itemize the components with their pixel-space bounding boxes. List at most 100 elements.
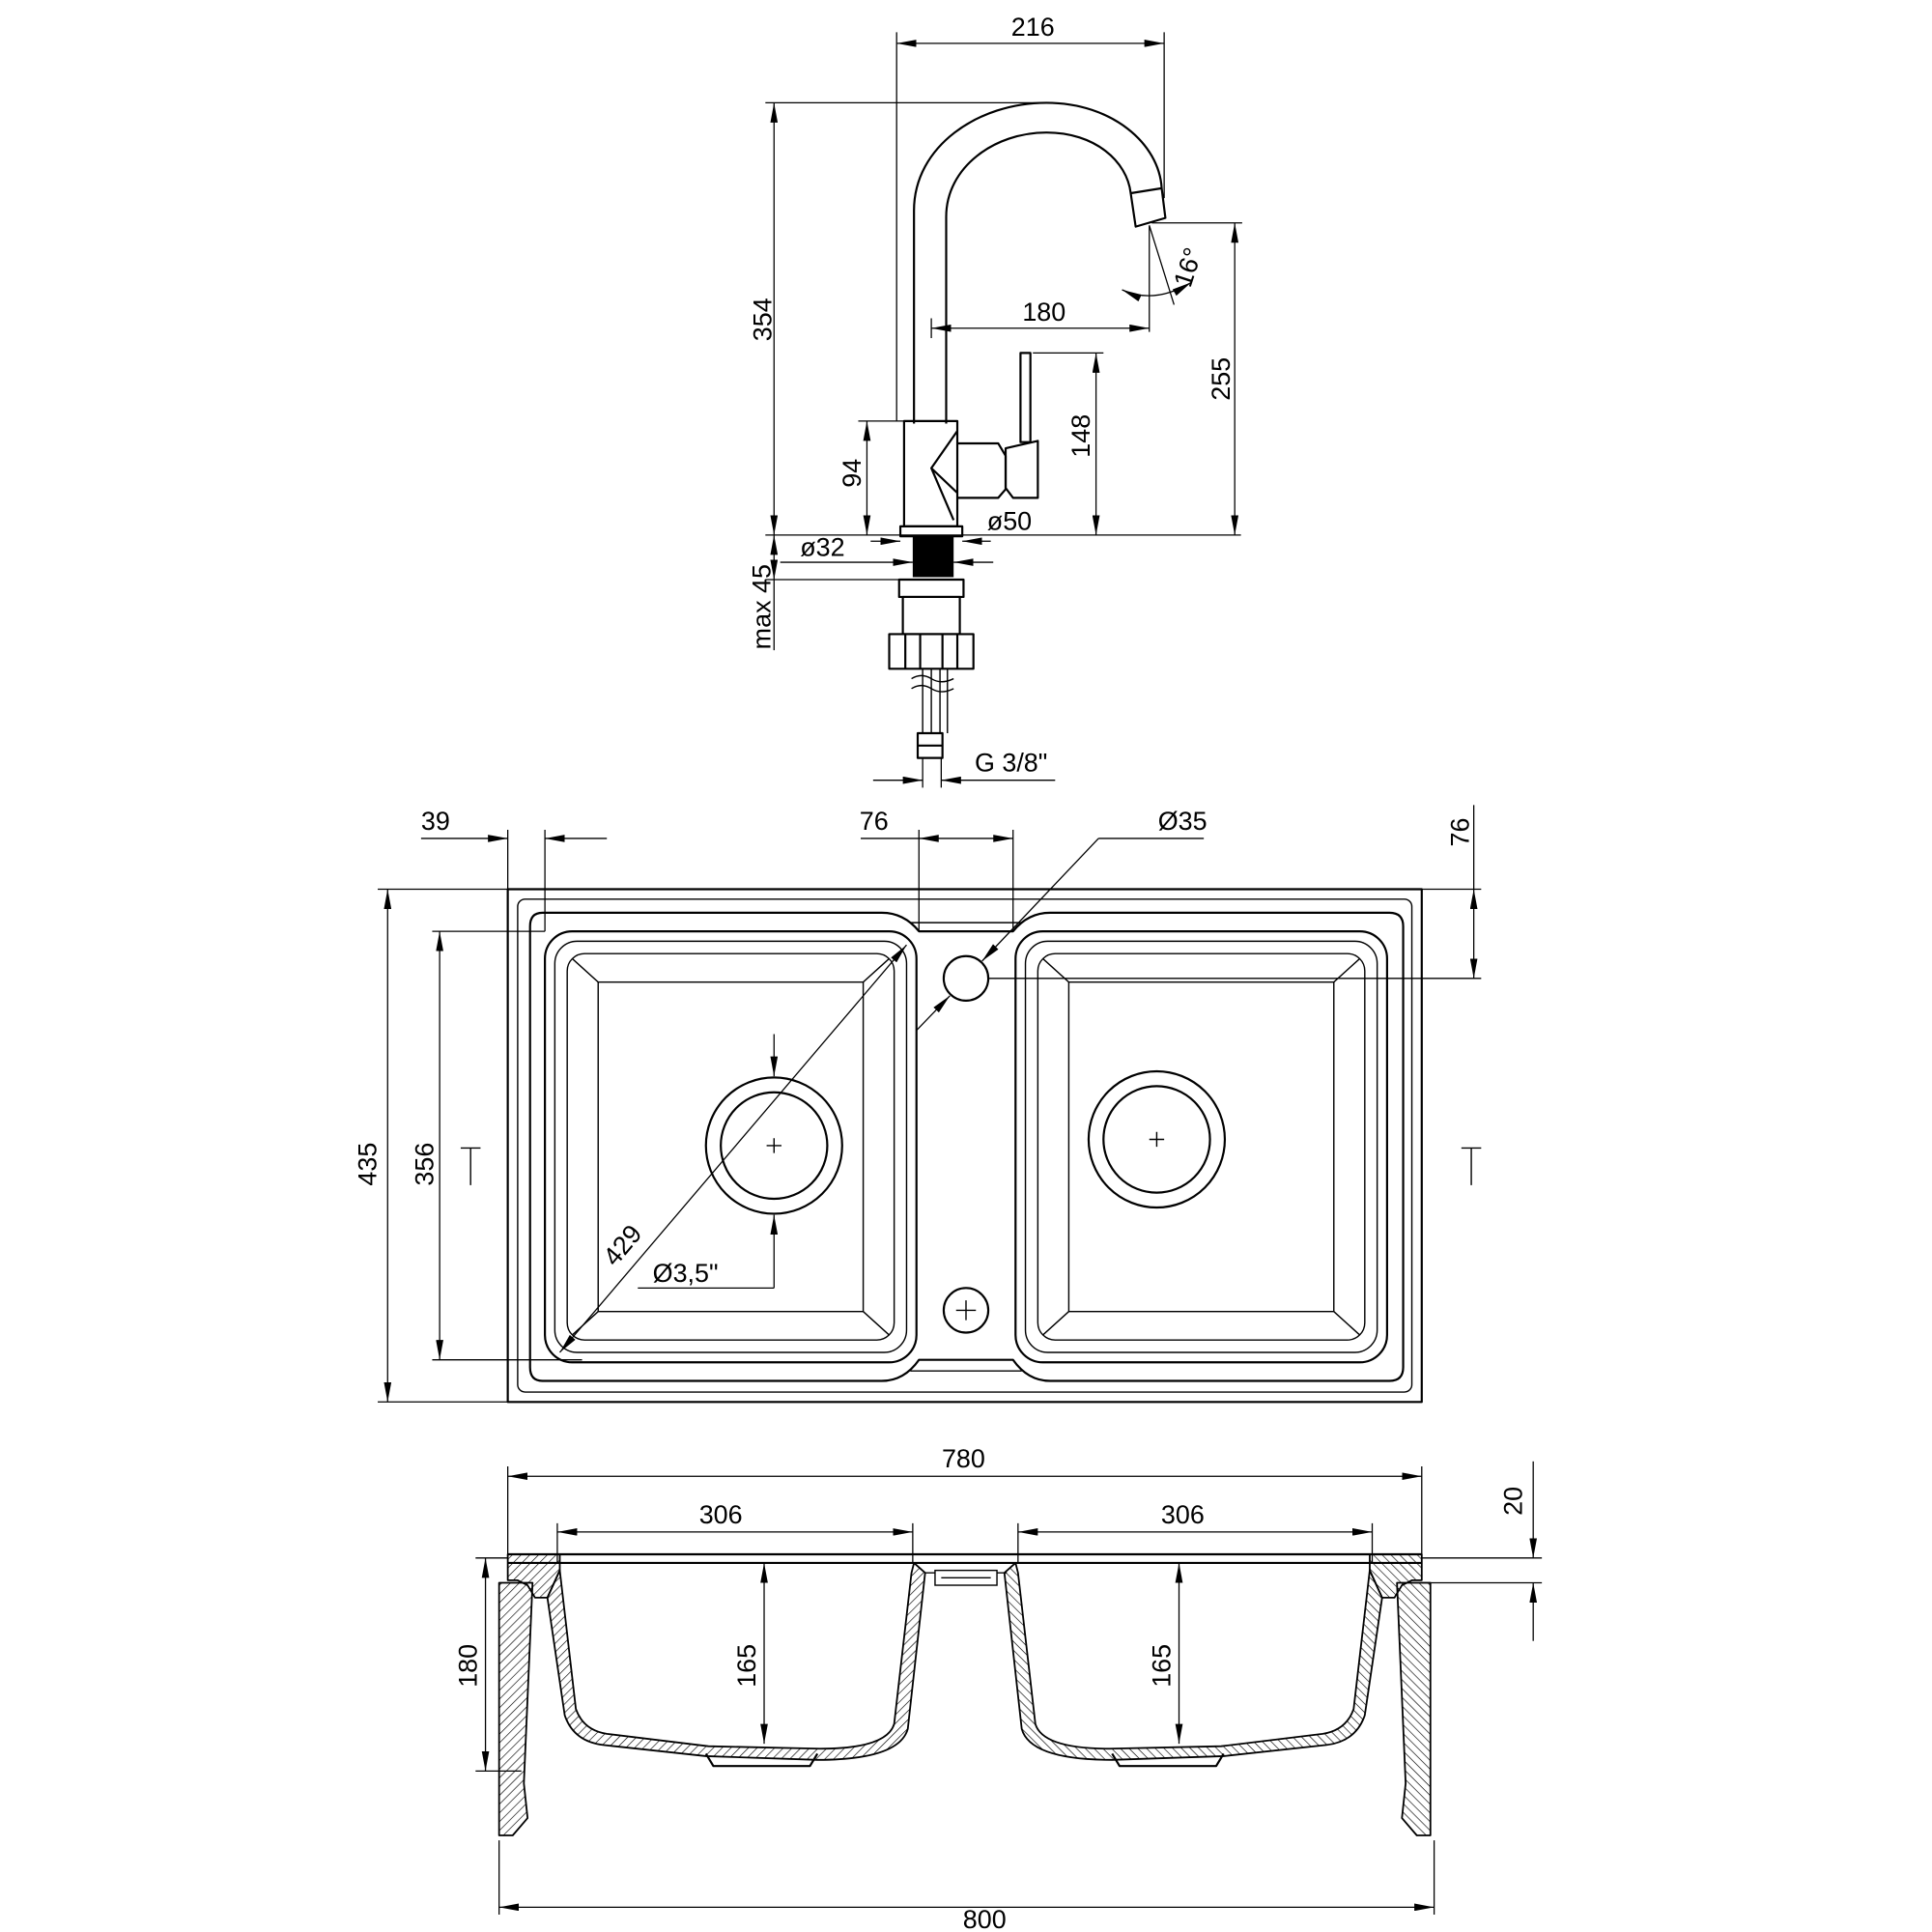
left-bowl-floor [597, 980, 865, 1313]
dim-faucet-width: 216 [895, 13, 1165, 421]
extension-line [895, 32, 1165, 421]
extension-line [765, 579, 899, 651]
dimension-label: 165 [732, 1644, 761, 1688]
right-bowl-corner-lines [1042, 957, 1361, 1336]
left-bowl-wall [554, 940, 908, 1353]
dim-max-thickness: max 45 [747, 534, 899, 651]
dimension-line [558, 944, 907, 1353]
dimension-label: 20 [1499, 1487, 1528, 1516]
left-bowl [544, 930, 918, 1364]
faucet-nut-body [901, 595, 961, 636]
dim-faucet-reach: 180 [930, 225, 1151, 339]
center-line-mark-left [460, 1147, 481, 1185]
dimension-label: 76 [1446, 818, 1475, 847]
dimension-label: ø32 [800, 533, 844, 562]
right-drain-flange [1111, 1752, 1225, 1768]
dimension-label: 180 [1022, 298, 1065, 327]
extension-line [922, 757, 943, 788]
right-drain-center-mark [1149, 1131, 1165, 1148]
dimension-label: 16° [1168, 244, 1208, 291]
hose-break-mark [911, 674, 954, 693]
faucet-body-notch [930, 430, 958, 521]
dim-lever-height: 148 [1033, 352, 1104, 535]
overflow-hole-center-marks [955, 1300, 977, 1321]
extension-line [432, 930, 582, 1361]
extension-line [378, 888, 508, 1403]
supply-hoses [922, 668, 949, 733]
dim-bowl-depth: 356 [411, 930, 582, 1361]
dimension-label: 76 [860, 807, 889, 836]
extension-line [475, 1557, 522, 1772]
dim-spout-angle: 16° [1122, 225, 1208, 305]
right-bowl-lip [1014, 930, 1388, 1364]
sink-rim [517, 898, 1413, 1393]
right-bowl [1014, 930, 1388, 1364]
left-bowl-inner-wall [566, 952, 895, 1341]
dim-rim-height: 20 [1421, 1461, 1543, 1641]
extension-line [507, 829, 546, 932]
right-drain-inner [1102, 1085, 1211, 1194]
left-rim-lip [506, 1553, 561, 1599]
faucet-spout-outer [913, 101, 1163, 424]
dim-left-bowl-depth: 165 [732, 1562, 768, 1745]
dimension-label: 800 [963, 1905, 1007, 1932]
dim-hole-diameter: ø32 [780, 533, 994, 566]
hose-fitting [916, 731, 944, 759]
overflow-channel-detail [924, 1572, 1008, 1579]
right-bowl-wall [1024, 940, 1378, 1353]
bridge-detail-lines [910, 922, 1022, 1372]
left-bowl-lip [544, 930, 918, 1364]
right-countertop-section [1396, 1581, 1432, 1836]
left-drain-flange [704, 1752, 819, 1768]
dim-drain-diameter: Ø3,5" [638, 1034, 779, 1289]
dim-bowl-diagonal: 429 [558, 944, 907, 1353]
faucet-lever-handle [1004, 440, 1039, 499]
dimension-line [981, 838, 1099, 962]
faucet-spout-tip [1129, 186, 1167, 228]
dim-rim-width: 39 [421, 807, 608, 932]
dim-right-bowl-width: 306 [1017, 1500, 1374, 1563]
dimension-label: G 3/8" [975, 749, 1047, 778]
faucet-lever-rod [1019, 352, 1032, 443]
dimension-label: 780 [942, 1444, 985, 1473]
sink-top-view [460, 888, 1482, 1404]
dimension-label: 356 [411, 1143, 440, 1186]
dim-base-diameter: ø50 [870, 507, 1032, 546]
dim-left-bowl-width: 306 [556, 1500, 914, 1563]
extension-line [507, 1465, 1423, 1554]
center-line-mark-right [1461, 1147, 1482, 1185]
dim-bridge-width: 76 [860, 807, 1014, 932]
dimension-label: ø50 [987, 507, 1032, 536]
faucet-mounting-nut [897, 578, 965, 599]
dim-total-width: 800 [498, 1840, 1435, 1932]
dimension-label: 306 [1161, 1500, 1205, 1529]
dimension-line [916, 995, 951, 1032]
sink-section-view [497, 1552, 1432, 1836]
right-bowl-inner-wall [1037, 952, 1366, 1341]
dimension-label: 148 [1066, 414, 1095, 458]
extension-line [765, 101, 1241, 536]
dimension-label: 180 [454, 1644, 483, 1688]
overflow-channel [934, 1569, 998, 1586]
dimension-label: 354 [749, 298, 778, 341]
dim-connection-thread: G 3/8" [872, 749, 1056, 788]
dim-total-depth: 435 [354, 888, 508, 1403]
left-countertop-section [497, 1581, 534, 1836]
right-rim-lip [1369, 1553, 1423, 1599]
extension-line [556, 1522, 914, 1563]
faucet-lever-connector [957, 441, 1008, 499]
dimension-label: 435 [354, 1143, 383, 1186]
dimension-label: Ø3,5" [653, 1259, 719, 1288]
extension-line [1017, 1522, 1374, 1563]
dimension-label: Ø35 [1158, 807, 1208, 836]
overflow-hole-top [942, 954, 990, 1002]
sink-outer-edge [506, 888, 1423, 1404]
right-bowl-wall-section [1003, 1562, 1383, 1761]
dimension-label: 429 [597, 1219, 647, 1271]
angle-arc [1122, 281, 1192, 302]
extension-line [861, 829, 1014, 932]
dimension-label: 306 [699, 1500, 743, 1529]
dimension-label: max 45 [747, 564, 776, 649]
overflow-hole-bottom [942, 1287, 990, 1334]
